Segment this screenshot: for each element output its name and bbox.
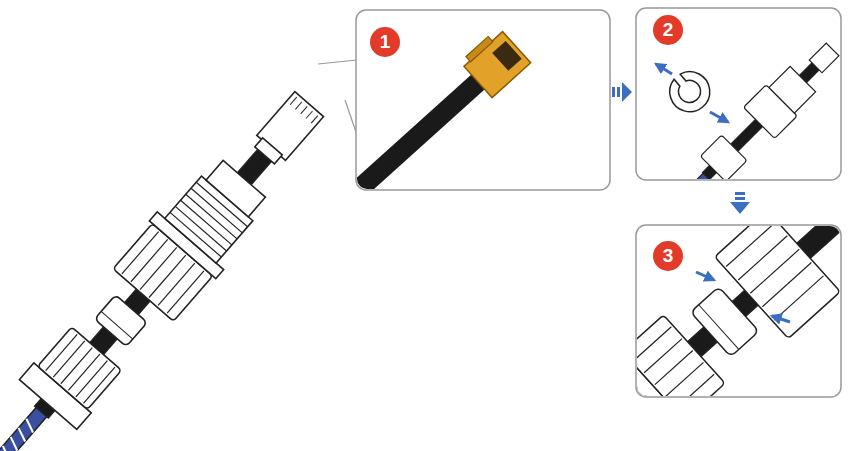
gold-plug [357,27,531,189]
leader-line [345,100,357,135]
cable-assembly [669,34,840,179]
callout-circle [653,241,683,271]
callout-circle [370,27,400,57]
callout-number: 1 [370,27,400,57]
closeup-assembly [637,226,840,396]
motion-arrow [656,64,672,74]
callout-circle [653,15,683,45]
motion-arrow [696,272,714,280]
exploded-connector [0,75,342,451]
callout-number: 3 [653,241,683,271]
callout-number: 2 [653,15,683,45]
step-arrow [612,82,632,102]
leader-line [318,60,357,64]
motion-arrow [772,316,790,322]
motion-arrow [710,112,728,122]
step-arrow [730,192,750,214]
